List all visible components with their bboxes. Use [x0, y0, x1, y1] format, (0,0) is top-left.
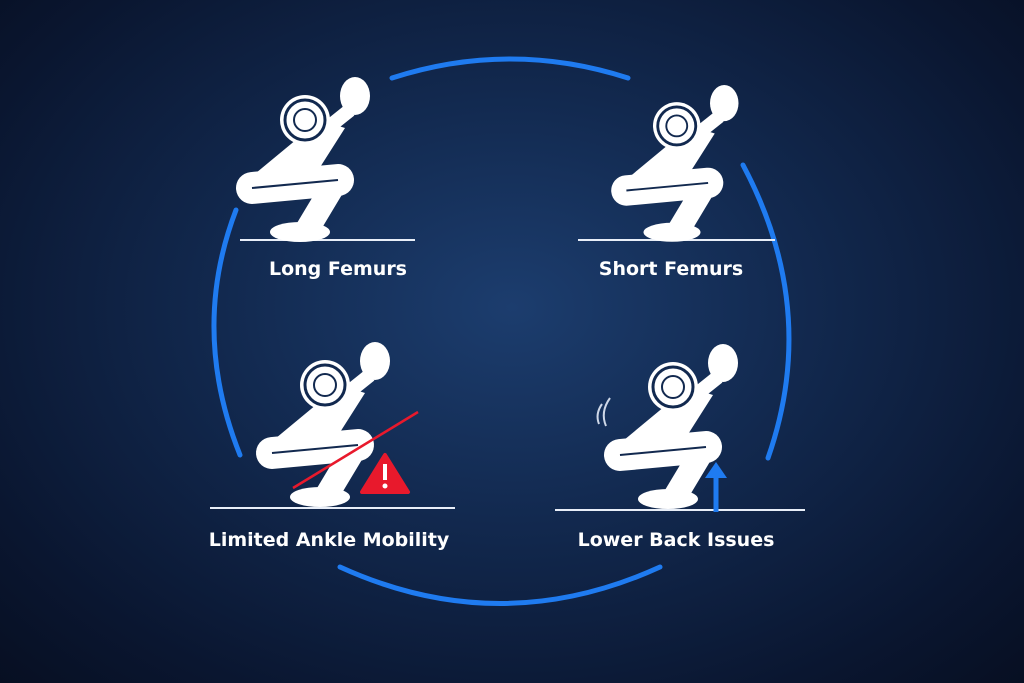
- squat-figure-lower-back: [618, 344, 738, 509]
- arc-right: [740, 162, 792, 461]
- squat-figure-long-femurs: [250, 77, 370, 242]
- label-short-femurs: Short Femurs: [598, 258, 744, 280]
- cycle-arcs: [211, 56, 792, 606]
- up-arrow-icon: [705, 462, 727, 512]
- arc-bottom: [337, 564, 663, 606]
- label-long-femurs: Long Femurs: [268, 258, 408, 280]
- arc-top: [389, 56, 631, 81]
- squat-figure-short-femurs: [625, 85, 739, 242]
- label-limited-ankle-mobility: Limited Ankle Mobility: [208, 529, 450, 551]
- ankle-angle-line: [292, 410, 419, 490]
- motion-lines-icon: [596, 397, 611, 427]
- label-lower-back-issues: Lower Back Issues: [577, 529, 775, 551]
- warning-triangle-icon: [360, 453, 410, 494]
- arc-left: [211, 207, 243, 458]
